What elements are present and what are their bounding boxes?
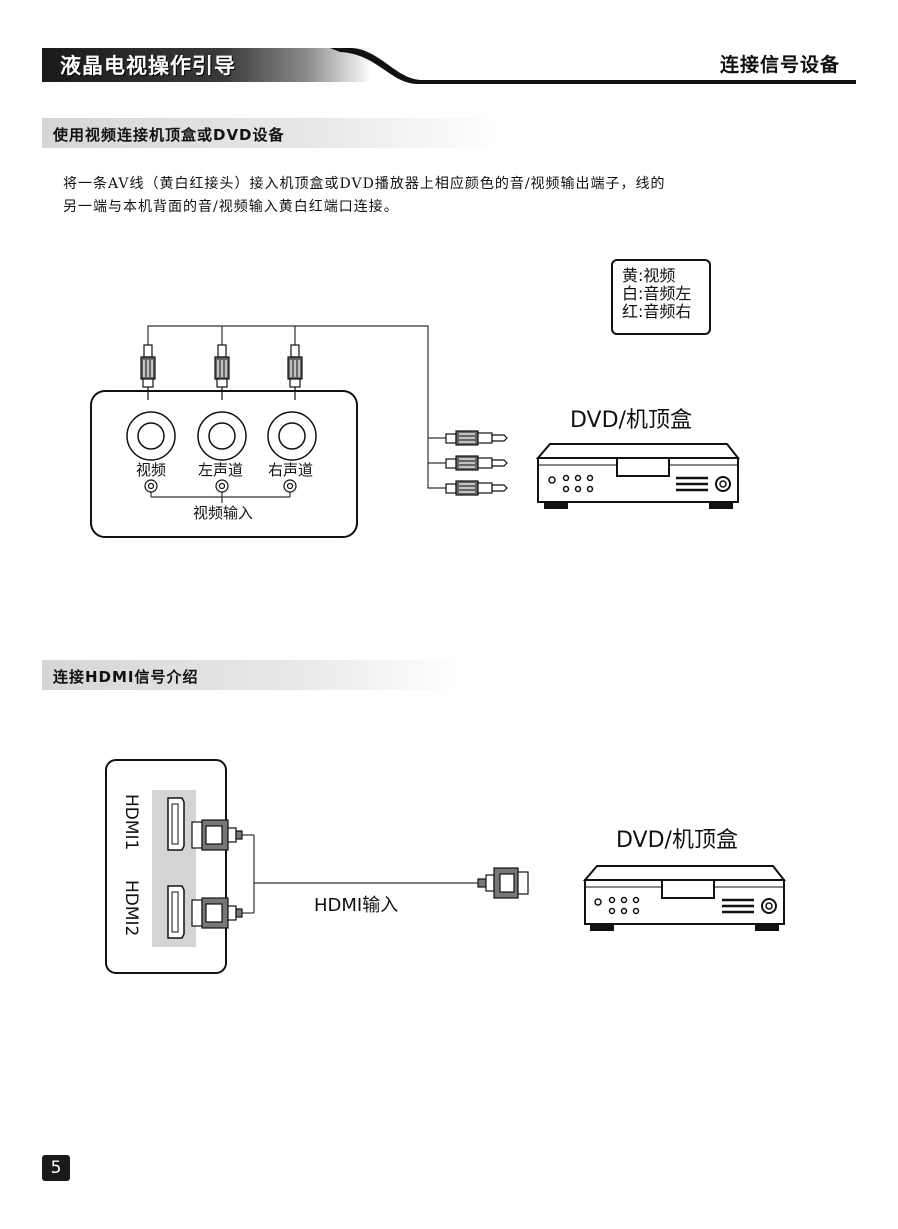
label-hdmi1: HDMI1 <box>121 794 141 851</box>
hdmi-plug-device <box>477 867 529 899</box>
header-right-title: 连接信号设备 <box>719 54 840 76</box>
section1-title: 使用视频连接机顶盒或DVD设备 <box>53 126 285 144</box>
page-number: 5 <box>42 1155 70 1181</box>
section1-paragraph: 将一条AV线（黄白红接头）接入机顶盒或DVD播放器上相应颜色的音/视频输出端子，… <box>63 173 823 219</box>
paragraph-line-2: 另一端与本机背面的音/视频输入黄白红端口连接。 <box>63 199 399 215</box>
paragraph-line-1: 将一条AV线（黄白红接头）接入机顶盒或DVD播放器上相应颜色的音/视频输出端子，… <box>63 176 666 192</box>
color-legend: 黄:视频 白:音频左 红:音频右 <box>611 259 711 335</box>
dvd-player-2 <box>582 865 787 931</box>
legend-red: 红:音频右 <box>622 302 692 321</box>
rca-plug-video <box>140 344 156 400</box>
label-hdmi2: HDMI2 <box>121 880 141 937</box>
hdmi-ports <box>167 797 185 939</box>
av-input-jacks <box>126 411 317 461</box>
av-small-jacks <box>144 479 297 493</box>
label-right-channel: 右声道 <box>268 461 314 479</box>
label-video: 视频 <box>136 461 167 479</box>
av-connection-diagram <box>90 325 741 538</box>
header-left-title: 液晶电视操作引导 <box>60 54 236 78</box>
label-hdmi-input: HDMI输入 <box>314 895 399 916</box>
dvd-player-1 <box>535 443 741 509</box>
label-left-channel: 左声道 <box>198 461 244 479</box>
section2-title-bar <box>42 660 462 690</box>
label-dvd-set-top-box-1: DVD/机顶盒 <box>570 408 692 433</box>
hdmi-plugs-tv <box>191 819 243 929</box>
av-cable-wires <box>147 325 446 503</box>
label-dvd-set-top-box-2: DVD/机顶盒 <box>616 828 738 853</box>
legend-yellow: 黄:视频 <box>622 266 676 285</box>
label-video-input: 视频输入 <box>193 504 254 522</box>
rca-plug-right <box>287 344 303 400</box>
rca-plug-left <box>214 344 230 400</box>
header-title-bar <box>42 48 372 82</box>
rca-plugs-horizontal <box>445 430 508 496</box>
section2-title: 连接HDMI信号介绍 <box>53 668 199 686</box>
legend-white: 白:音频左 <box>622 284 692 303</box>
section1-title-bar <box>42 118 502 148</box>
hdmi-connection-diagram <box>105 759 787 974</box>
header-swoosh <box>330 48 856 84</box>
hdmi-cable <box>242 834 478 914</box>
